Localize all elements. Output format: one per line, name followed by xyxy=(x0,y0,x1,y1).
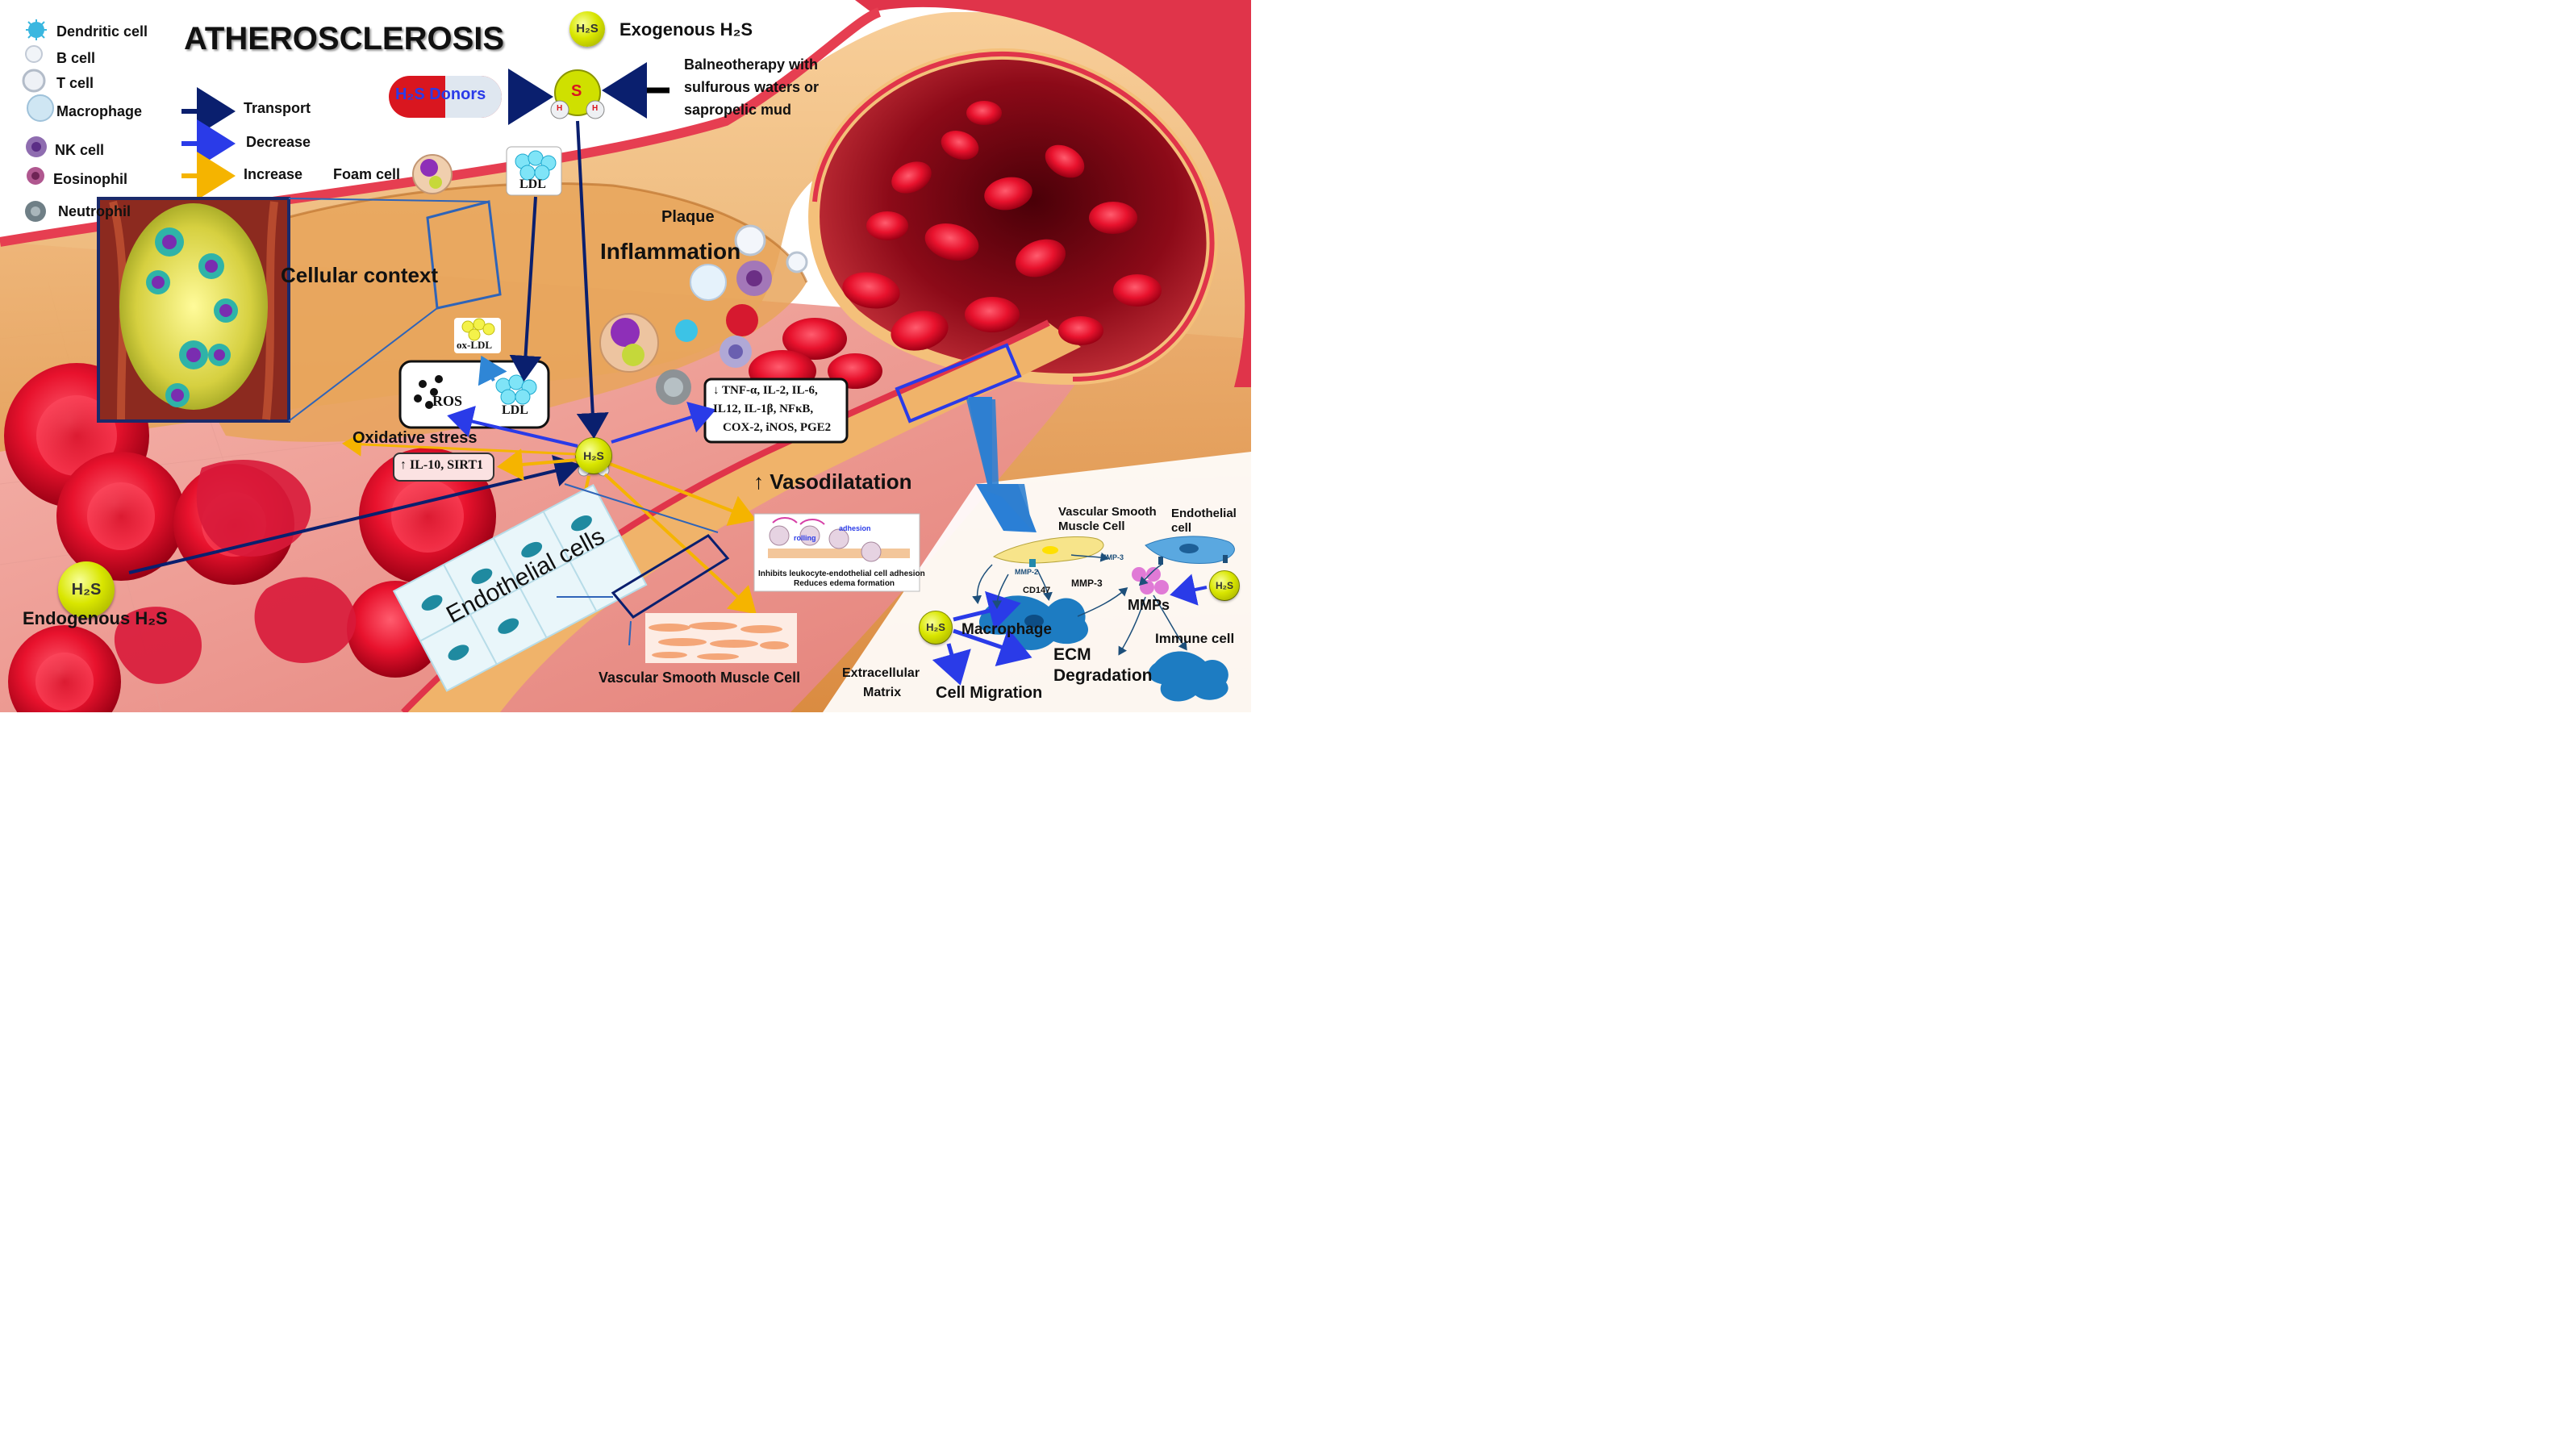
immune-cell-label: Immune cell xyxy=(1155,631,1235,646)
legend-increase: Increase xyxy=(244,166,303,182)
mmp2-label: MMP-2 xyxy=(1015,568,1038,576)
legend-dendritic-cell: Dendritic cell xyxy=(56,23,148,40)
exogenous-h2s-label: Exogenous H₂S xyxy=(619,19,753,40)
diagram-artwork xyxy=(0,0,1251,712)
legend-decrease: Decrease xyxy=(246,134,311,150)
cytokines-line2: IL12, IL-1β, NFκB, xyxy=(713,403,814,415)
legend-foam-cell: Foam cell xyxy=(333,166,401,182)
ecm-endothelial-label-line1: Endothelial xyxy=(1171,507,1237,520)
leukocyte-adhesion-text: Inhibits leukocyte-endothelial cell adhe… xyxy=(758,569,925,578)
legend-neutrophil: Neutrophil xyxy=(58,203,131,219)
h2s-molecule-ecm-right: H₂S xyxy=(1210,571,1239,600)
adhesion-label: adhesion xyxy=(839,524,871,532)
cytokines-line3: COX-2, iNOS, PGE2 xyxy=(723,421,832,434)
cellular-context-label: Cellular context xyxy=(281,263,439,287)
legend-macrophage: Macrophage xyxy=(56,103,143,119)
il10-sirt1-label: ↑ IL-10, SIRT1 xyxy=(400,458,484,472)
mmp3-label: MMP-3 xyxy=(1071,578,1103,589)
ecm-degradation-line1: ECM xyxy=(1053,645,1091,664)
h2s-donors-label: H₂S Donors xyxy=(395,86,486,103)
sulfur-atom-label: S xyxy=(571,82,582,100)
extracellular-matrix-line2: Matrix xyxy=(863,686,902,699)
legend-b-cell: B cell xyxy=(56,50,96,66)
diagram-stage: Dendritic cell B cell T cell Macrophage … xyxy=(0,0,1251,712)
ecm-endothelial-label-line2: cell xyxy=(1171,521,1192,535)
ecm-macrophage-label: Macrophage xyxy=(961,621,1052,638)
vasodilatation-label: ↑ Vasodilatation xyxy=(753,469,912,494)
ldl-label-top: LDL xyxy=(519,177,546,191)
mmps-label: MMPs xyxy=(1128,597,1170,613)
legend-t-cell: T cell xyxy=(56,75,94,91)
hydrogen-atom-left: H xyxy=(557,104,563,113)
cd147-label: CD147 xyxy=(1023,586,1051,595)
ros-label: ROS xyxy=(432,393,463,409)
ecm-vsmc-label-line1: Vascular Smooth xyxy=(1058,505,1157,519)
oxidative-stress-label: Oxidative stress xyxy=(352,429,478,447)
extracellular-matrix-line1: Extracellular xyxy=(842,666,920,680)
h2s-molecule-central: H₂S xyxy=(576,438,611,474)
vsmc-bottom-label: Vascular Smooth Muscle Cell xyxy=(599,670,801,686)
plaque-label: Plaque xyxy=(661,208,715,226)
cytokines-line1: ↓ TNF-α, IL-2, IL-6, xyxy=(713,384,818,397)
cell-migration-label: Cell Migration xyxy=(936,684,1043,702)
legend-eosinophil: Eosinophil xyxy=(53,171,127,187)
legend-nk-cell: NK cell xyxy=(55,142,105,158)
h2s-molecule-ecm: H₂S xyxy=(920,611,952,644)
ecm-degradation-line2: Degradation xyxy=(1053,666,1153,685)
rolling-label: rolling xyxy=(794,534,816,542)
h2s-molecule-exogenous: H₂S xyxy=(569,11,605,47)
mmp3-small-label: MMP-3 xyxy=(1100,553,1124,561)
legend-transport: Transport xyxy=(244,100,311,116)
balneotherapy-line2: sulfurous waters or xyxy=(684,79,820,95)
page-title: ATHEROSCLEROSIS xyxy=(184,21,505,56)
endogenous-h2s-label: Endogenous H₂S xyxy=(23,608,168,628)
inflammation-label: Inflammation xyxy=(600,239,741,264)
ecm-vsmc-label-line2: Muscle Cell xyxy=(1058,519,1125,533)
h2s-molecule-endogenous: H₂S xyxy=(58,561,115,618)
balneotherapy-line3: sapropelic mud xyxy=(684,102,792,118)
balneotherapy-line1: Balneotherapy with xyxy=(684,56,819,73)
ox-ldl-label: ox-LDL xyxy=(457,339,493,351)
edema-formation-text: Reduces edema formation xyxy=(794,579,895,588)
ldl-box-label: LDL xyxy=(502,403,528,417)
hydrogen-atom-right: H xyxy=(592,104,599,113)
